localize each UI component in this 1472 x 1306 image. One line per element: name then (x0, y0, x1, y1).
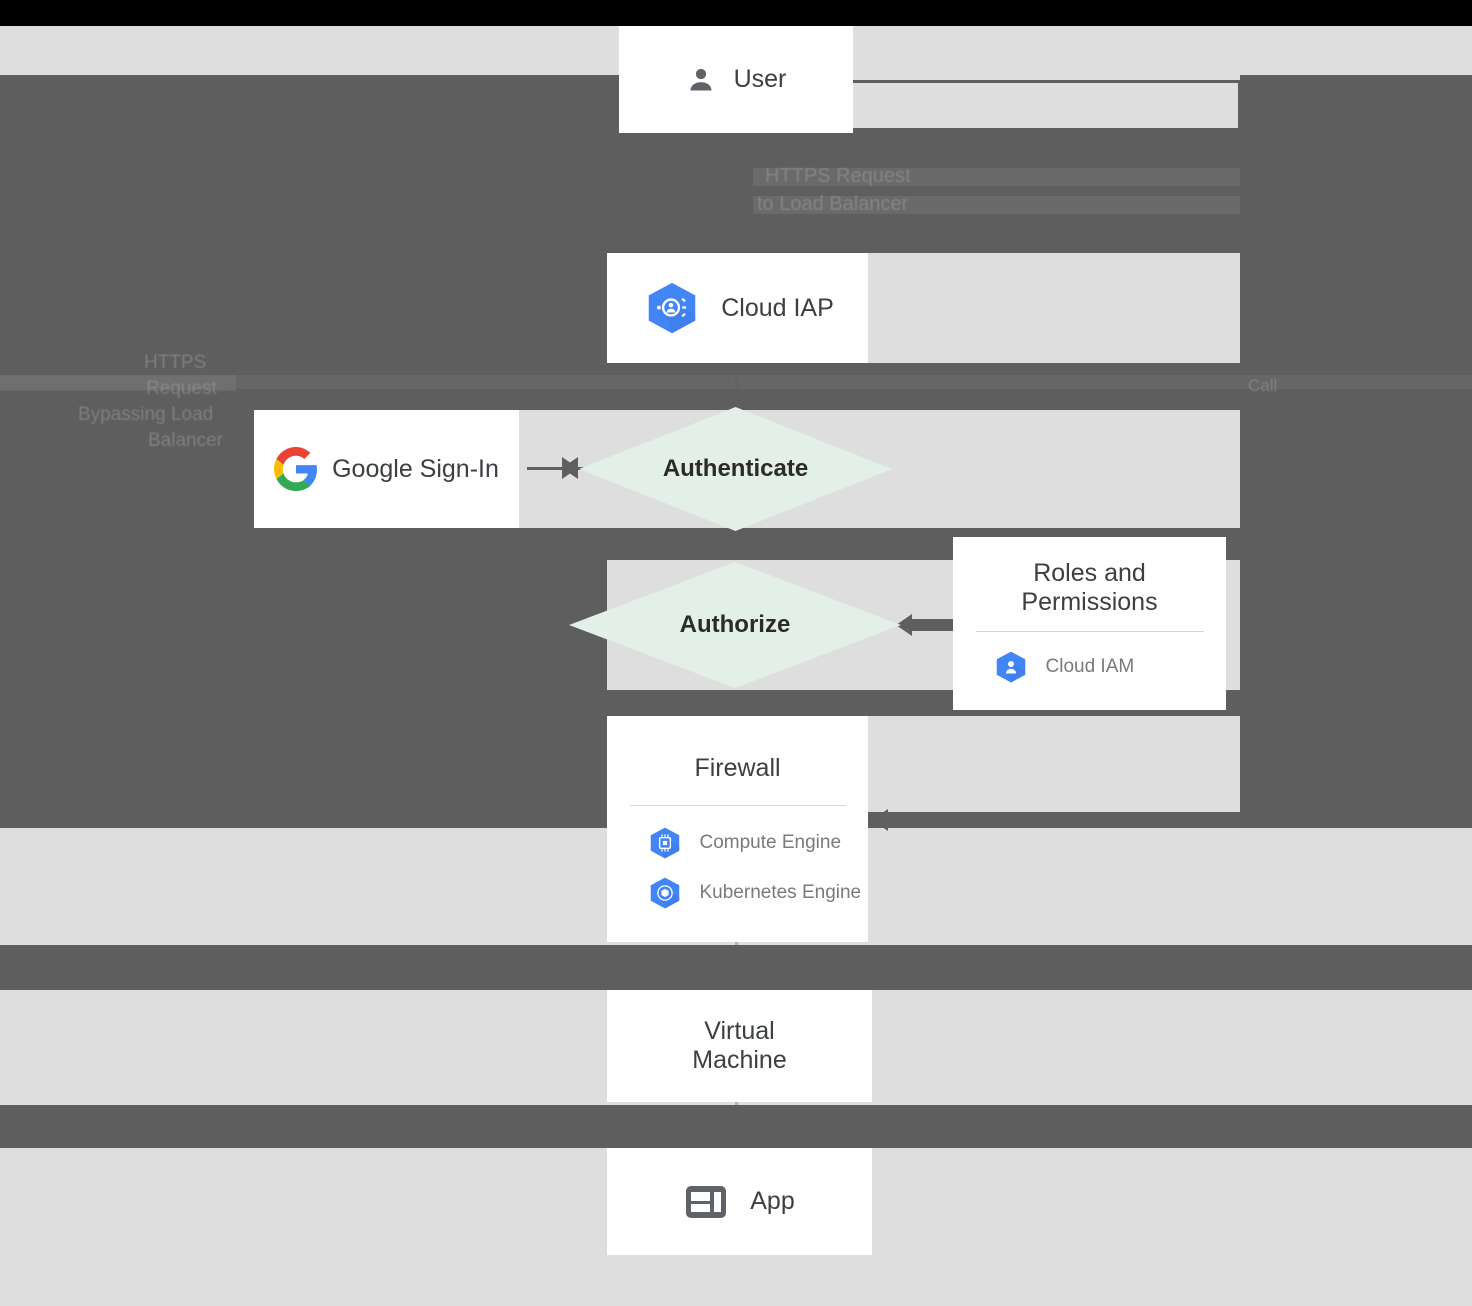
node-roles-and-permissions[interactable]: Roles and Permissions Cloud IAM (953, 537, 1226, 710)
arrow-right-to-firewall (872, 809, 888, 831)
connector-firewall-to-vm (735, 940, 738, 990)
annotation-bypass-line2: Request (146, 378, 217, 399)
background-column-light-left (0, 26, 236, 75)
background-band-black (0, 0, 1472, 26)
person-icon (686, 65, 716, 95)
node-firewall[interactable]: Firewall Compute Engine (607, 716, 868, 942)
firewall-service-kubernetes-engine[interactable]: Kubernetes Engine (630, 874, 861, 912)
connector-signin-to-authenticate (527, 467, 587, 470)
connector-authenticate-to-authorize (735, 528, 738, 560)
connector-vm-to-app (735, 1100, 738, 1150)
node-cloud-iap[interactable]: Cloud IAP (607, 253, 868, 363)
connector-right-vertical-top (1238, 80, 1241, 190)
background-column-light-right (853, 26, 1472, 75)
arrow-roles-to-authorize (896, 614, 912, 636)
smudge-band-top-1 (753, 168, 1240, 186)
annotation-top-request-line2: to Load Balancer (757, 193, 909, 215)
node-authenticate-label: Authenticate (662, 455, 809, 482)
arrow-authenticate-to-signin (562, 457, 578, 479)
firewall-service-compute-engine-label: Compute Engine (699, 831, 842, 853)
cloud-iam-icon (992, 648, 1030, 686)
google-g-icon (274, 447, 318, 491)
app-dashboard-icon (684, 1184, 728, 1220)
node-virtual-machine-title-line1: Virtual (704, 1017, 775, 1046)
background-band-dark-5 (0, 1105, 1472, 1148)
node-authorize[interactable]: Authorize (569, 562, 901, 688)
node-authorize-label: Authorize (679, 611, 791, 638)
node-google-signin-label: Google Sign-In (332, 454, 499, 483)
connector-authorize-to-firewall (735, 690, 738, 716)
connector-iap-to-authenticate (735, 363, 738, 410)
connector-user-to-right (853, 80, 1240, 83)
roles-service-cloud-iam-label: Cloud IAM (1045, 655, 1135, 677)
annotation-top-request-line1: HTTPS Request (765, 165, 911, 187)
node-user-label: User (733, 65, 787, 93)
background-column-light-firewall-right (868, 716, 1240, 812)
connector-user-to-iap (735, 133, 738, 253)
background-band-dark-2 (0, 375, 1472, 389)
connector-right-to-firewall (888, 814, 1240, 826)
firewall-divider (629, 804, 846, 806)
node-roles-title-line1: Roles and (1033, 559, 1146, 587)
node-user[interactable]: User (619, 26, 853, 133)
cloud-iap-icon (641, 277, 703, 339)
annotation-right-call: Call (1248, 376, 1278, 395)
background-band-dark-4 (0, 945, 1472, 990)
node-firewall-title: Firewall (694, 754, 781, 782)
firewall-service-kubernetes-engine-label: Kubernetes Engine (699, 881, 862, 903)
node-virtual-machine[interactable]: Virtual Machine (607, 990, 872, 1102)
smudge-band-top-2 (753, 196, 1240, 214)
node-roles-title: Roles and Permissions (1021, 559, 1157, 617)
firewall-service-compute-engine[interactable]: Compute Engine (630, 824, 846, 862)
node-virtual-machine-title-line2: Machine (692, 1046, 787, 1074)
annotation-bypass-line3: Bypassing Load (78, 404, 214, 425)
annotation-bypass-line1: HTTPS (144, 352, 207, 373)
node-google-signin[interactable]: Google Sign-In (254, 410, 519, 528)
node-cloud-iap-label: Cloud IAP (721, 293, 834, 322)
node-authenticate[interactable]: Authenticate (579, 407, 892, 531)
roles-service-cloud-iam[interactable]: Cloud IAM (976, 648, 1204, 686)
annotation-bypass-line4: Balancer (148, 430, 223, 451)
roles-divider (975, 630, 1204, 632)
node-roles-title-line2: Permissions (1021, 587, 1158, 616)
node-virtual-machine-title: Virtual Machine (692, 1017, 787, 1075)
background-column-light-user-box (853, 75, 1240, 128)
smudge-band-left-1 (0, 375, 236, 391)
background-column-light-iap-right (868, 253, 1240, 363)
kubernetes-engine-icon (646, 874, 684, 912)
compute-engine-icon (646, 824, 684, 862)
node-app[interactable]: App (607, 1148, 872, 1255)
node-app-label: App (750, 1187, 795, 1215)
